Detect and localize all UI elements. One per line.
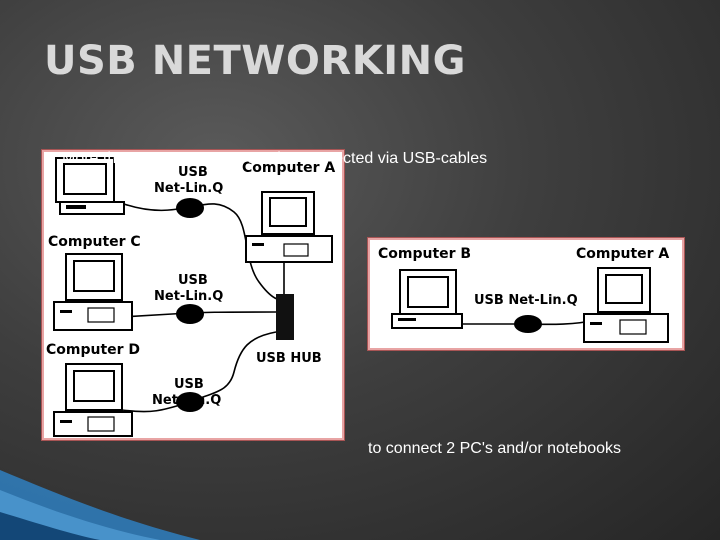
computer-b-icon (391, 269, 463, 329)
computer-b-label: Computer B (378, 246, 471, 262)
linq-connector-top-icon (176, 198, 204, 218)
linq-mid-line2: Net-Lin.Q (154, 289, 223, 304)
linq-top-line1: USB (178, 165, 208, 180)
linq-connector-mid-icon (176, 304, 204, 324)
computer-d-icon (53, 363, 133, 437)
computer-a-icon (245, 191, 333, 263)
direct-computer-a-label: Computer A (576, 246, 669, 262)
linq-connector-bottom-icon (176, 392, 204, 412)
caption-top: More than two computers can be connected… (62, 150, 488, 167)
cables (121, 203, 285, 413)
computer-d-label: Computer D (46, 342, 140, 358)
computer-a-label: Computer A (242, 160, 335, 176)
slide-title: USB NETWORKING (44, 38, 466, 84)
linq-mid-line1: USB (178, 273, 208, 288)
usb-hub-network-diagram: Computer A Computer C Computer D USB Net… (42, 150, 344, 440)
linq-bottom-line1: USB (174, 377, 204, 392)
linq-top-line2: Net-Lin.Q (154, 181, 223, 196)
direct-computer-a-icon (583, 267, 669, 343)
computer-monitor-top-left (55, 157, 125, 215)
direct-connection-diagram: Computer B Computer A USB Net-Lin.Q (368, 238, 684, 350)
caption-bottom: to connect 2 PC's and/or notebooks (368, 440, 621, 457)
computer-c-label: Computer C (48, 234, 141, 250)
direct-linq-connector-icon (514, 315, 542, 333)
direct-linq-label: USB Net-Lin.Q (474, 293, 578, 308)
computer-c-icon (53, 253, 133, 331)
corner-accent-decoration (0, 470, 200, 540)
usb-hub-label: USB HUB (256, 351, 322, 366)
linq-bottom-line2: Net-Lin.Q (152, 393, 221, 408)
usb-hub-icon (276, 294, 294, 340)
